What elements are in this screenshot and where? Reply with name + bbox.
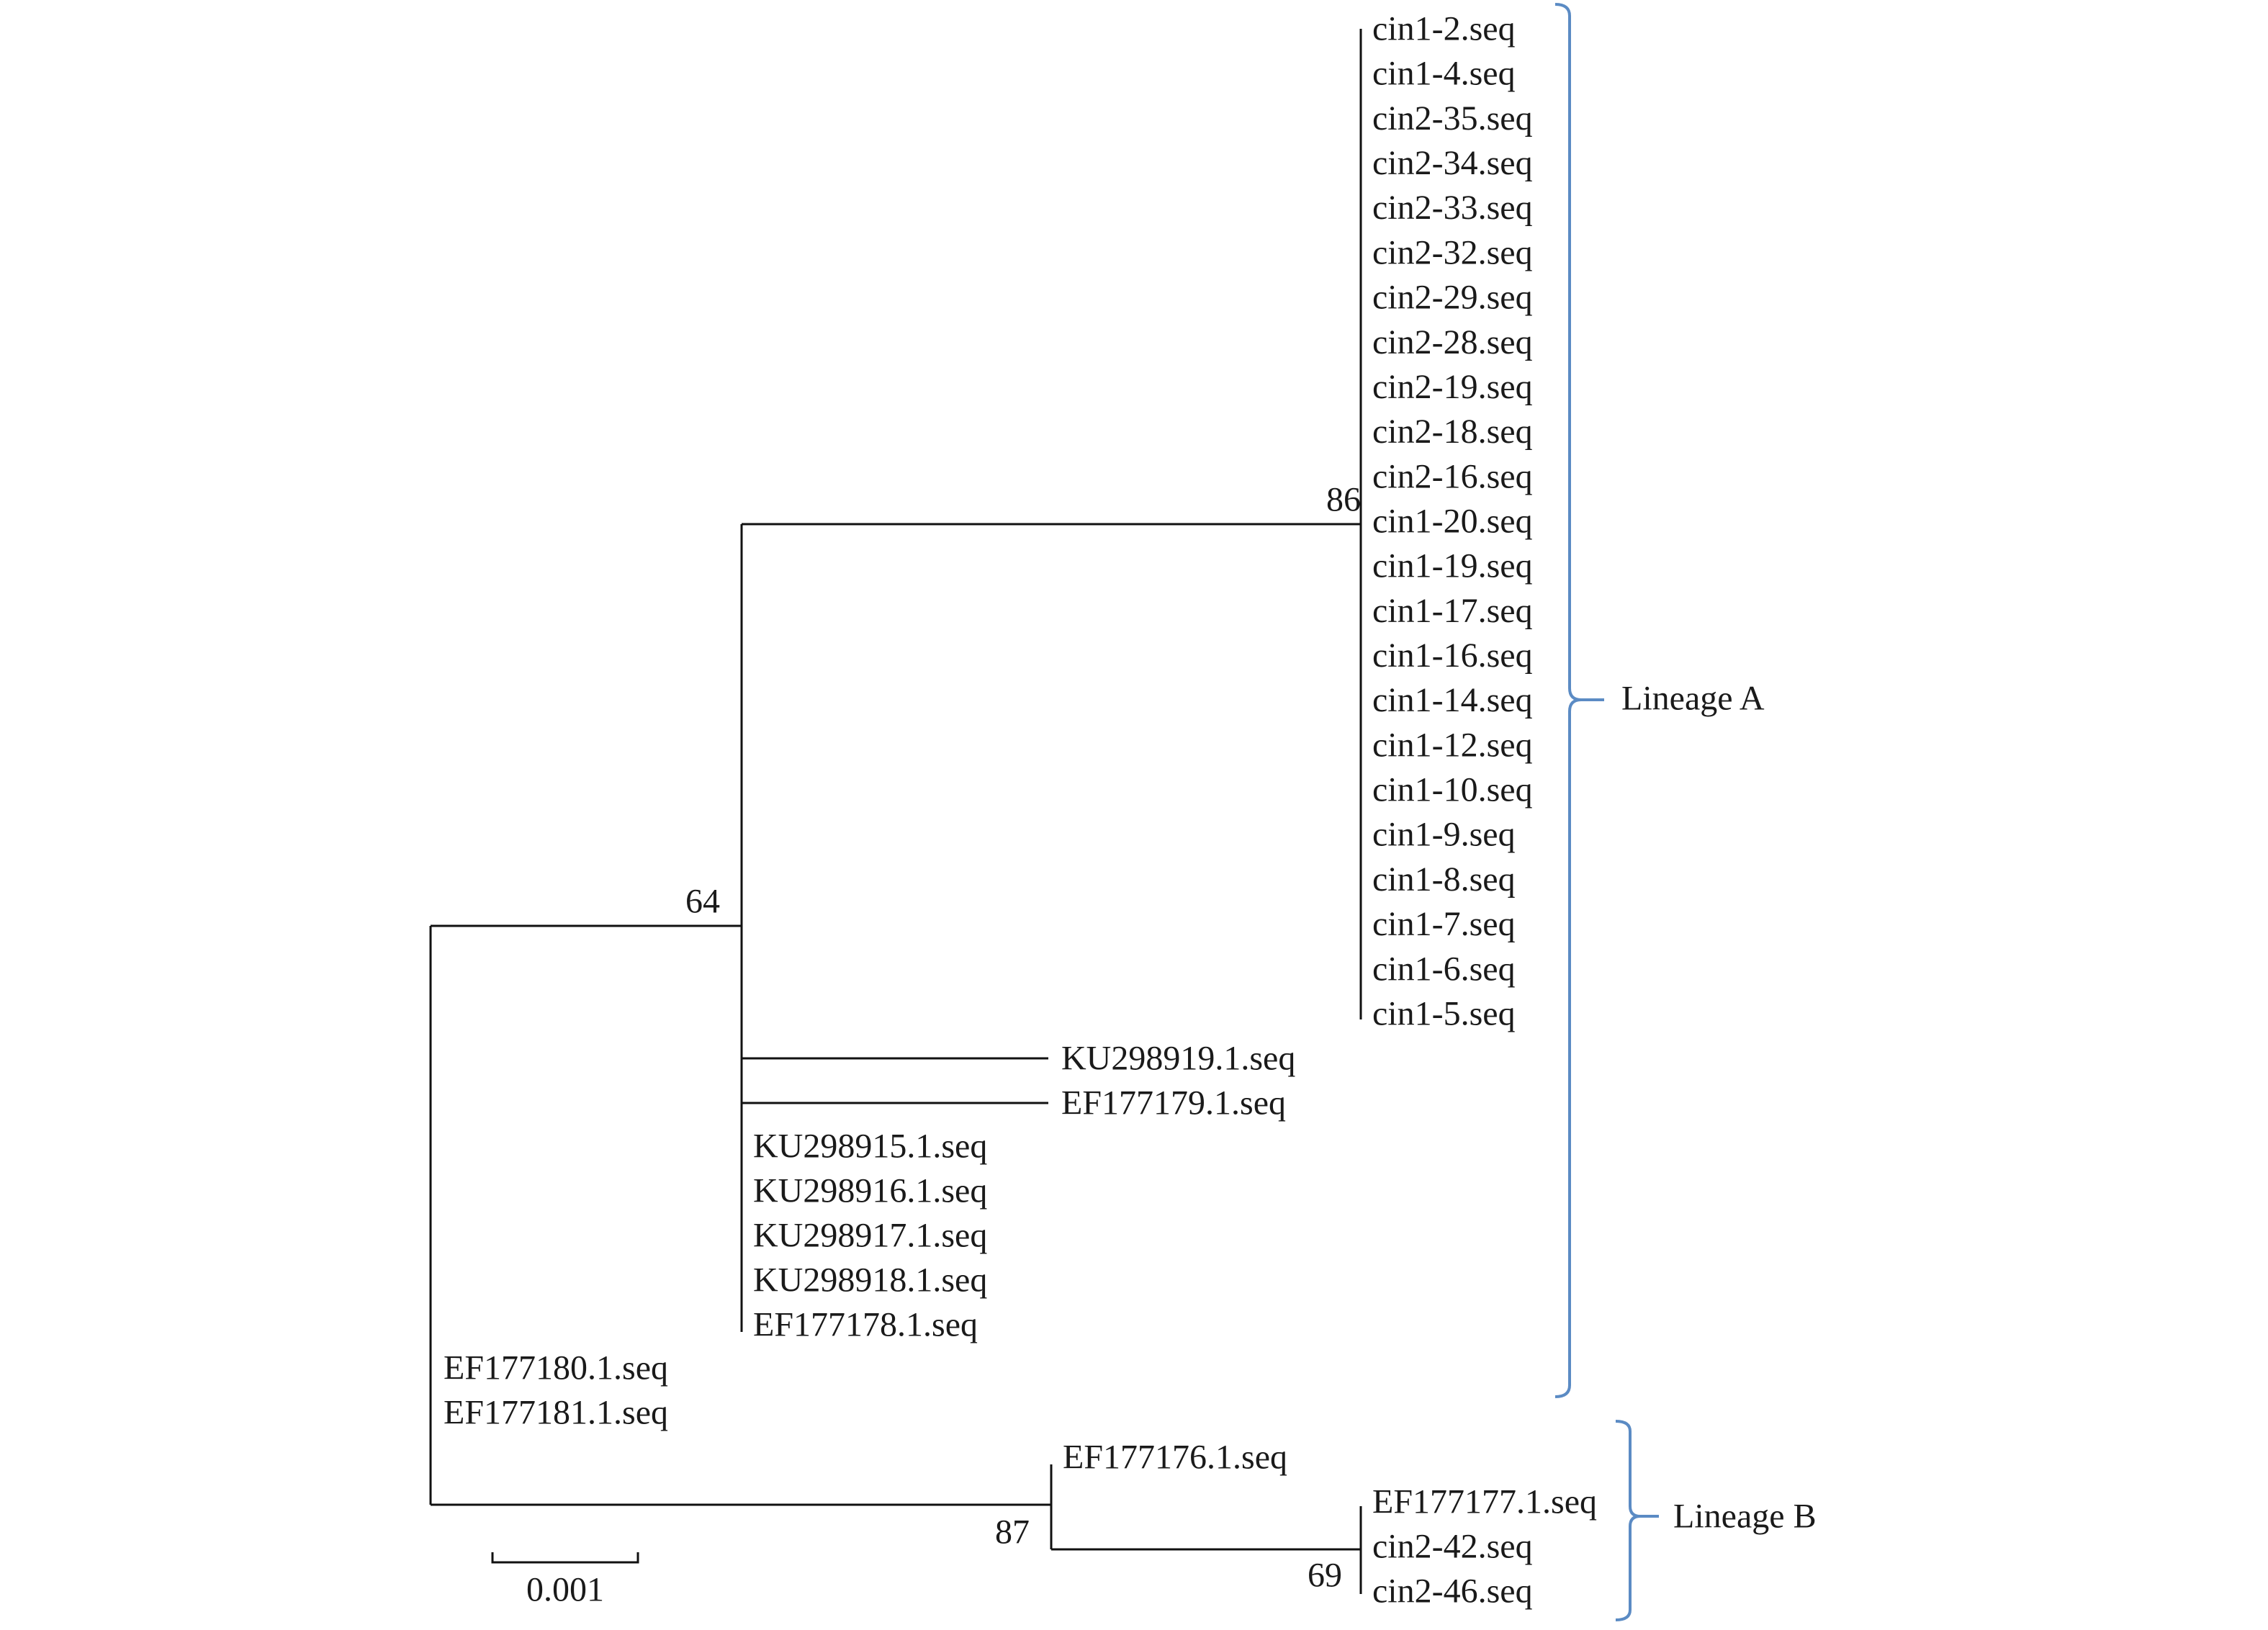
tip-label: cin1-12.seq	[1372, 726, 1533, 764]
tip-label: KU298915.1.seq	[753, 1127, 987, 1166]
tip-label: cin2-35.seq	[1372, 99, 1533, 138]
bootstrap-87: 87	[995, 1513, 1030, 1552]
tip-label-EF177176: EF177176.1.seq	[1063, 1438, 1287, 1477]
tip-label: cin1-10.seq	[1372, 771, 1533, 809]
tip-label: EF177180.1.seq	[444, 1349, 668, 1387]
lineage-b-brace	[1615, 1420, 1659, 1621]
tip-label: cin1-9.seq	[1372, 816, 1516, 854]
clade-69-tip-labels: EF177177.1.seq cin2-42.seq cin2-46.seq	[1372, 1483, 1597, 1611]
tip-label: cin2-34.seq	[1372, 144, 1533, 182]
bootstrap-64: 64	[685, 883, 720, 921]
scale-bar-label: 0.001	[526, 1571, 604, 1609]
tip-label: EF177178.1.seq	[753, 1306, 978, 1344]
tip-label: cin1-16.seq	[1372, 636, 1533, 675]
lineage-a-label: Lineage A	[1621, 680, 1765, 718]
tip-label-KU298919: KU298919.1.seq	[1061, 1040, 1295, 1078]
tip-label: cin1-8.seq	[1372, 860, 1516, 899]
tip-label: KU298916.1.seq	[753, 1172, 987, 1210]
lineage-a-brace	[1554, 3, 1604, 1398]
tip-label: cin2-42.seq	[1372, 1528, 1533, 1566]
tip-label: cin1-7.seq	[1372, 905, 1516, 943]
tip-label-EF177179: EF177179.1.seq	[1061, 1084, 1286, 1122]
tip-label: cin2-32.seq	[1372, 233, 1533, 271]
tip-label: cin1-6.seq	[1372, 950, 1516, 988]
tip-label: cin1-5.seq	[1372, 994, 1516, 1032]
tip-label: cin1-19.seq	[1372, 547, 1533, 585]
tree-branches	[429, 29, 1362, 1594]
tip-label: cin2-28.seq	[1372, 323, 1533, 361]
tip-label: cin2-16.seq	[1372, 457, 1533, 495]
scale-bar: 0.001	[491, 1552, 639, 1609]
tip-label: cin2-46.seq	[1372, 1572, 1533, 1611]
clade-86-tip-labels: cin1-2.seq cin1-4.seq cin2-35.seq cin2-34.s…	[1372, 10, 1533, 1033]
bootstrap-86: 86	[1326, 481, 1361, 519]
tip-label: EF177181.1.seq	[444, 1394, 668, 1432]
tip-label: cin1-20.seq	[1372, 502, 1533, 540]
tip-label: cin1-17.seq	[1372, 592, 1533, 630]
zero-length-tip-labels: KU298915.1.seqKU298916.1.seqKU298917.1.s…	[753, 1127, 987, 1344]
scale-bar-line	[491, 1552, 639, 1564]
bootstrap-69: 69	[1308, 1557, 1342, 1595]
tip-label: cin2-19.seq	[1372, 368, 1533, 406]
tip-label: cin2-33.seq	[1372, 189, 1533, 227]
tip-label: cin1-14.seq	[1372, 681, 1533, 719]
tip-label: cin1-2.seq	[1372, 10, 1516, 48]
tip-label: cin1-4.seq	[1372, 55, 1516, 93]
tip-label: cin2-18.seq	[1372, 413, 1533, 451]
tip-label: KU298917.1.seq	[753, 1217, 987, 1255]
lineage-a-bracket: Lineage A	[1554, 3, 1765, 1398]
tip-label: cin2-29.seq	[1372, 279, 1533, 317]
tip-label: EF177177.1.seq	[1372, 1483, 1597, 1521]
lineage-b-label: Lineage B	[1673, 1498, 1817, 1536]
tip-label: KU298918.1.seq	[753, 1261, 987, 1300]
lineage-b-bracket: Lineage B	[1615, 1420, 1817, 1621]
